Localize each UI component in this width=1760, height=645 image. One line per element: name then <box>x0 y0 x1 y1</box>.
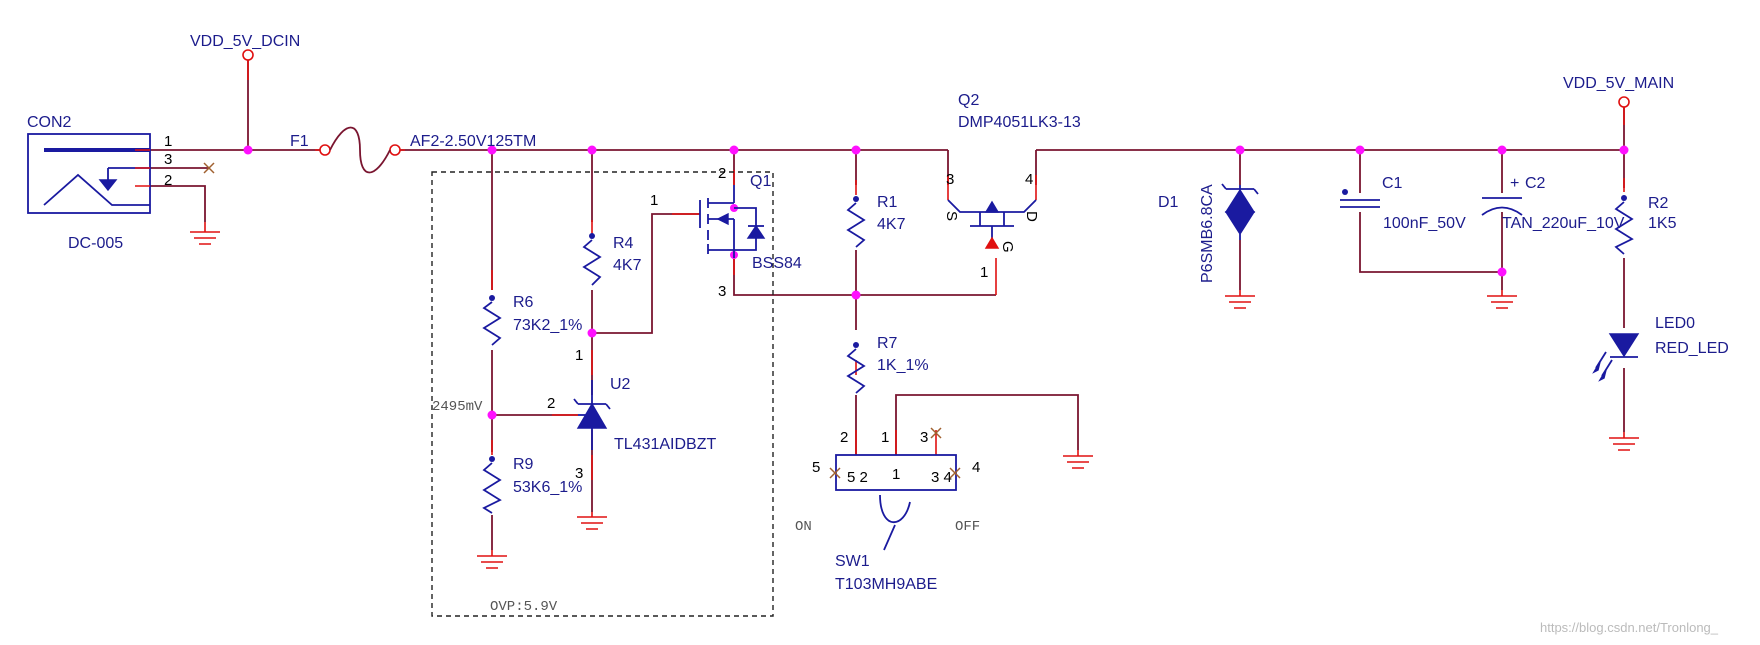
wires <box>150 60 1625 550</box>
u2-shunt-regulator: U2 TL431AIDBZT 1 2 3 <box>547 347 716 482</box>
r6-value: 73K2_1% <box>513 317 582 334</box>
ground-icon <box>1063 450 1093 469</box>
r6-ref: R6 <box>513 294 534 311</box>
ground-icon <box>1225 290 1255 309</box>
ovp-circuit-box: OVP:5.9V <box>431 171 774 617</box>
r4-ref: R4 <box>613 235 634 252</box>
con2-value: DC-005 <box>68 235 123 252</box>
r9-ref: R9 <box>513 456 534 473</box>
net-label-dcin: VDD_5V_DCIN <box>190 33 300 50</box>
con2-connector: CON2 DC-005 1 3 2 <box>27 114 215 252</box>
u2-pin1: 1 <box>575 347 583 364</box>
con2-ref: CON2 <box>27 114 72 131</box>
sw1-pin3: 3 <box>920 429 928 446</box>
c1-ref: C1 <box>1382 175 1403 192</box>
con2-pin3: 3 <box>164 151 172 168</box>
vref-note: 2495mV <box>432 399 483 415</box>
q1-ref: Q1 <box>750 173 771 190</box>
f1-ref: F1 <box>290 133 309 150</box>
r6-resistor: R6 73K2_1% <box>482 294 582 346</box>
d1-value: P6SMB6.8CA <box>1199 184 1216 283</box>
q2-pin3: 3 <box>946 171 954 188</box>
q2-ref: Q2 <box>958 92 979 109</box>
led0-ref: LED0 <box>1655 315 1695 332</box>
ground-icon <box>577 512 607 530</box>
r9-resistor: R9 53K6_1% <box>482 456 582 514</box>
r1-resistor: R1 4K7 <box>846 194 906 248</box>
r1-ref: R1 <box>877 194 898 211</box>
r4-resistor: R4 4K7 <box>582 233 642 286</box>
led0-diode: LED0 RED_LED <box>1592 315 1729 382</box>
led0-value: RED_LED <box>1655 340 1729 357</box>
q2-value: DMP4051LK3-13 <box>958 114 1081 131</box>
c1-value: 100nF_50V <box>1383 215 1466 232</box>
ground-icon <box>1609 432 1639 451</box>
q2-gate-label: G <box>999 241 1016 253</box>
ovp-label: OVP:5.9V <box>490 599 558 615</box>
r7-value: 1K_1% <box>877 357 929 374</box>
net-label-main: VDD_5V_MAIN <box>1563 75 1674 92</box>
c2-capacitor: + C2 TAN_220uF_10V <box>1481 175 1625 232</box>
u2-pin2: 2 <box>547 395 555 412</box>
q2-pin1: 1 <box>980 264 988 281</box>
ground-icon <box>190 222 220 245</box>
f1-value: AF2-2.50V125TM <box>410 133 536 150</box>
junction-dots <box>243 145 1629 420</box>
q1-pin1: 1 <box>650 192 658 209</box>
r4-value: 4K7 <box>613 257 642 274</box>
q1-value: BSS84 <box>752 255 802 272</box>
con2-pin1: 1 <box>164 133 172 150</box>
watermark: https://blog.csdn.net/Tronlong_ <box>1540 620 1719 635</box>
pin-stubs <box>247 60 1625 480</box>
sw1-on-label: ON <box>795 519 812 535</box>
q1-pin2: 2 <box>718 165 726 182</box>
no-connect-mark <box>203 162 215 174</box>
con2-pin2: 2 <box>164 172 172 189</box>
r7-resistor: R7 1K_1% <box>846 335 929 394</box>
sw1-pin5: 5 <box>812 459 820 476</box>
sw1-ref: SW1 <box>835 553 870 570</box>
d1-ref: D1 <box>1158 194 1179 211</box>
r2-resistor: R2 1K5 <box>1614 195 1677 255</box>
q2-source-label: S <box>943 211 960 221</box>
sw1-value: T103MH9ABE <box>835 576 937 593</box>
c1-capacitor: C1 100nF_50V <box>1340 175 1466 232</box>
net-vdd-5v-dcin: VDD_5V_DCIN <box>190 33 300 61</box>
c2-polarity: + <box>1510 175 1519 192</box>
sw1-pin4: 4 <box>972 459 980 476</box>
c2-value: TAN_220uF_10V <box>1502 215 1625 232</box>
sw1-pin1: 1 <box>881 429 889 446</box>
r7-ref: R7 <box>877 335 898 352</box>
ground-icon <box>1487 290 1517 309</box>
q2-pmos: 3 4 1 S D G Q2 DMP4051LK3-13 <box>943 92 1081 281</box>
r1-value: 4K7 <box>877 216 906 233</box>
net-vdd-5v-main: VDD_5V_MAIN <box>1563 75 1674 108</box>
q2-drain-label: D <box>1023 211 1040 222</box>
f1-fuse: F1 AF2-2.50V125TM <box>290 126 536 174</box>
c2-ref: C2 <box>1525 175 1546 192</box>
sw1-inner-pin-34: 3 4 <box>931 469 952 486</box>
d1-tvs-diode: D1 P6SMB6.8CA <box>1158 183 1259 283</box>
q1-pin3: 3 <box>718 283 726 300</box>
sw1-inner-pin-1: 1 <box>892 466 900 483</box>
sw1-inner-pin-52: 5 2 <box>847 469 868 486</box>
u2-ref: U2 <box>610 376 631 393</box>
sw1-switch: 5 2 1 3 4 5 4 2 1 3 ON OFF SW1 T103MH9AB… <box>795 427 980 593</box>
r2-value: 1K5 <box>1648 215 1677 232</box>
r9-value: 53K6_1% <box>513 479 582 496</box>
ground-symbols <box>190 222 1639 569</box>
sw1-off-label: OFF <box>955 519 980 535</box>
u2-pin3: 3 <box>575 465 583 482</box>
ground-icon <box>477 550 507 569</box>
r2-ref: R2 <box>1648 195 1669 212</box>
q1-pmos: Q1 BSS84 1 2 3 <box>650 165 802 300</box>
sw1-pin2: 2 <box>840 429 848 446</box>
q2-pin4: 4 <box>1025 171 1033 188</box>
u2-value: TL431AIDBZT <box>614 436 716 453</box>
